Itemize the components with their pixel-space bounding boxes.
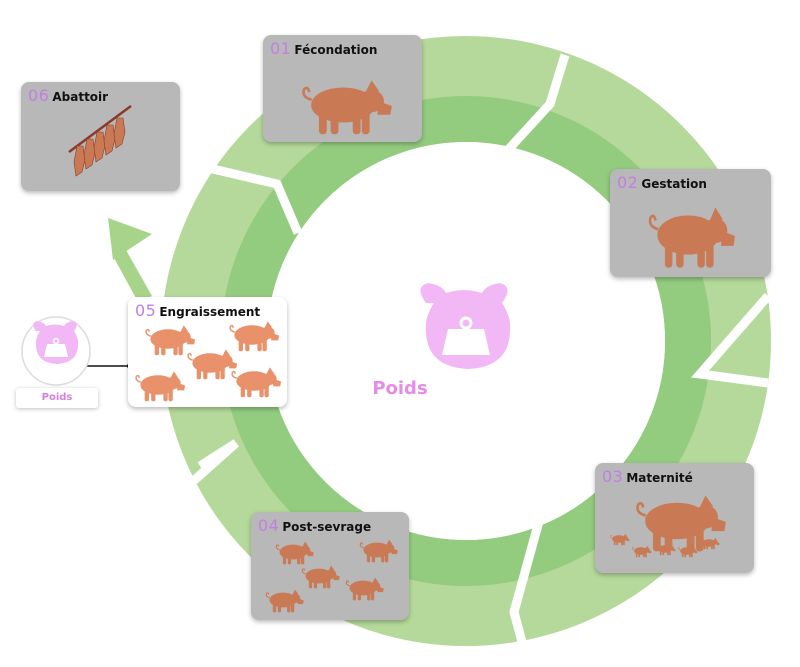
stage-number: 03 — [602, 467, 624, 486]
fattening-pigs-icon — [135, 321, 282, 402]
stage-number: 05 — [135, 301, 157, 320]
stage-label: Gestation — [641, 177, 707, 191]
weight-icon — [420, 283, 511, 369]
stage-label: Maternité — [626, 471, 693, 485]
stage-number: 04 — [258, 516, 280, 535]
side-weight-icon — [33, 321, 79, 364]
carcass-rack-icon — [68, 104, 132, 177]
stage-label: Engraissement — [159, 305, 261, 319]
sow-with-piglets-icon — [610, 495, 727, 558]
stage-number: 06 — [28, 86, 50, 105]
stage-label: Post-sevrage — [282, 520, 372, 534]
pregnant-sow-icon — [648, 207, 736, 269]
stage-number: 02 — [617, 173, 639, 192]
side-weight-label: Poids — [16, 388, 98, 408]
exit-arrow — [108, 218, 152, 302]
ring-separators — [178, 53, 772, 644]
boar-icon — [302, 80, 393, 135]
piglets-icon — [265, 539, 398, 613]
center-weight-label: Poids — [372, 378, 428, 399]
stage-number: 01 — [270, 39, 292, 58]
stage-label: Abattoir — [52, 90, 109, 104]
stage-label: Fécondation — [294, 43, 378, 57]
